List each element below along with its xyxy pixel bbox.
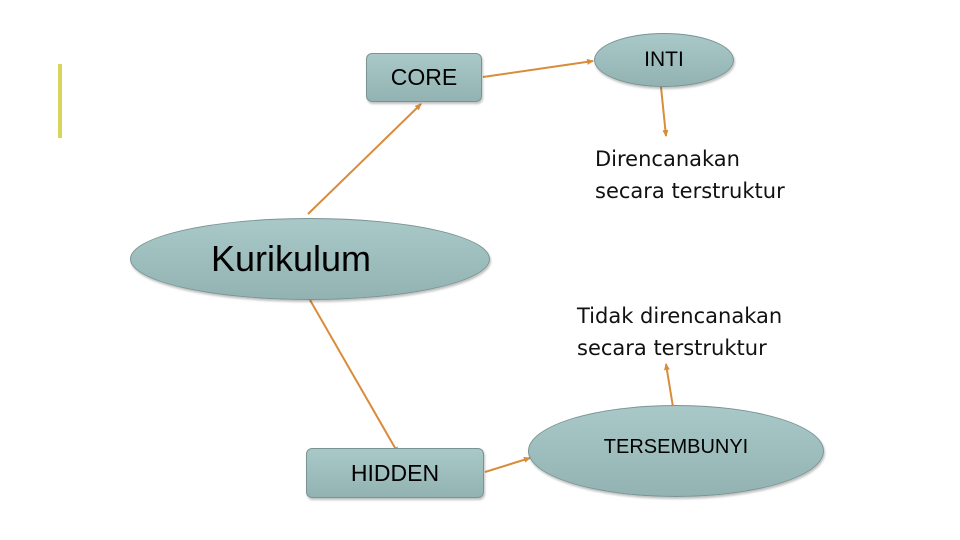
unplanned-note-line2: secara terstruktur	[577, 336, 767, 360]
arrow-tersembunyi-to-unplanned	[664, 363, 674, 408]
planned-note-line1: Direncanakan	[595, 147, 740, 171]
kurikulum-label: Kurikulum	[211, 238, 372, 279]
planned-note: Direncanakan secara terstruktur	[595, 143, 785, 207]
inti-ellipse: INTI	[594, 33, 734, 87]
arrow-inti-to-planned	[660, 86, 669, 137]
accent-bar	[58, 64, 62, 138]
inti-label: INTI	[644, 48, 684, 71]
arrow-kurikulum-to-core	[307, 103, 422, 215]
arrow-kurikulum-to-hidden	[309, 299, 399, 454]
core-label: CORE	[390, 64, 458, 90]
tersembunyi-label: TERSEMBUNYI	[603, 436, 749, 458]
unplanned-note-line1: Tidak direncanakan	[577, 304, 783, 328]
planned-note-line2: secara terstruktur	[595, 179, 785, 203]
unplanned-note: Tidak direncanakan secara terstruktur	[577, 300, 782, 364]
kurikulum-ellipse: Kurikulum	[130, 218, 490, 300]
arrow-hidden-to-tersembunyi	[484, 456, 531, 473]
hidden-label: HIDDEN	[350, 459, 440, 486]
core-box: CORE	[366, 53, 482, 102]
hidden-box: HIDDEN	[306, 448, 484, 498]
arrow-core-to-inti	[482, 58, 594, 78]
tersembunyi-ellipse: TERSEMBUNYI	[528, 405, 824, 497]
